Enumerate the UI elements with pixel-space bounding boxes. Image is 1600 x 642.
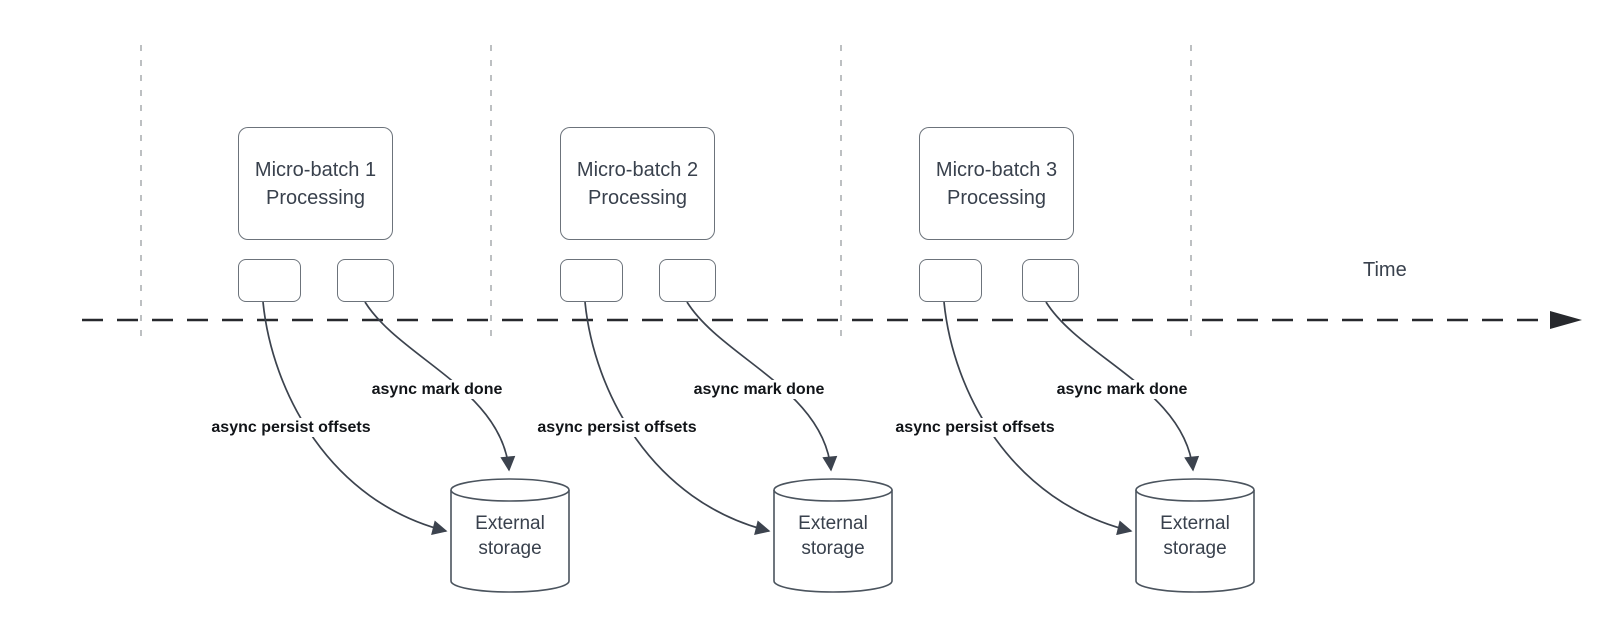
persist-offsets-arrow-3 — [943, 301, 1133, 536]
external-storage-label-2: External storage — [798, 513, 868, 559]
persist-offsets-arrow-1 — [262, 301, 448, 535]
mark-done-arrow-2 — [686, 301, 838, 472]
mark-done-label-1: async mark done — [368, 380, 506, 399]
persist-offsets-arrow-2 — [584, 301, 771, 536]
mark-done-label-3: async mark done — [1053, 380, 1191, 399]
persist-offsets-task-box-3 — [919, 259, 982, 302]
micro-batch-2-label: Micro-batch 2 Processing — [576, 158, 699, 209]
time-axis-label: Time — [1363, 259, 1407, 281]
micro-batch-3-box: Micro-batch 3 Processing — [919, 127, 1074, 240]
persist-offsets-label-2: async persist offsets — [534, 418, 700, 437]
persist-offsets-label-3: async persist offsets — [892, 418, 1058, 437]
storage-cylinder-2 — [773, 478, 893, 593]
mark-done-arrow-3 — [1045, 301, 1200, 472]
micro-batch-3-label: Micro-batch 3 Processing — [935, 158, 1058, 209]
micro-batch-1-box: Micro-batch 1 Processing — [238, 127, 393, 240]
persist-offsets-label-1: async persist offsets — [208, 418, 374, 437]
persist-offsets-task-box-1 — [238, 259, 301, 302]
storage-cylinder-1 — [450, 478, 570, 593]
time-axis-arrowhead-icon — [1550, 311, 1582, 329]
mark-done-task-box-2 — [659, 259, 716, 302]
micro-batch-2-box: Micro-batch 2 Processing — [560, 127, 715, 240]
external-storage-label-1: External storage — [475, 513, 545, 559]
persist-offsets-task-box-2 — [560, 259, 623, 302]
external-storage-label-3: External storage — [1160, 513, 1230, 559]
mark-done-arrow-1 — [364, 301, 516, 472]
mark-done-task-box-3 — [1022, 259, 1079, 302]
mark-done-task-box-1 — [337, 259, 394, 302]
mark-done-label-2: async mark done — [690, 380, 828, 399]
micro-batch-1-label: Micro-batch 1 Processing — [254, 158, 377, 209]
storage-cylinder-3 — [1135, 478, 1255, 593]
